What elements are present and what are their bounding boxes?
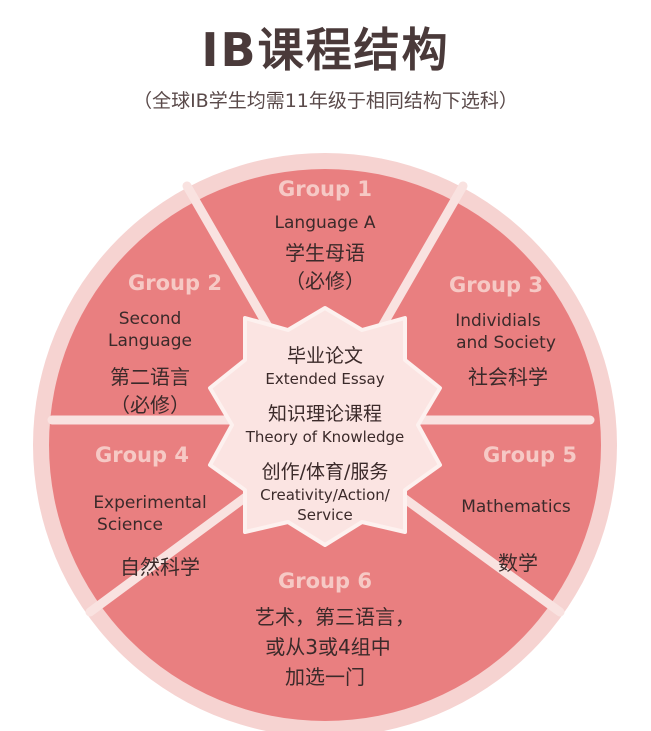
group-6-cn-line: 加选一门: [285, 665, 365, 689]
group-5-cn-line: 数学: [498, 551, 538, 575]
group-5-en-line: Mathematics: [461, 497, 571, 517]
core-cas-cn: 创作/体育/服务: [262, 461, 389, 483]
core-tok-en: Theory of Knowledge: [245, 428, 405, 446]
diagram-subtitle: （全球IB学生均需11年级于相同结构下选科）: [133, 90, 518, 112]
divider-line: [85, 483, 263, 617]
core-ee-cn: 毕业论文: [287, 345, 363, 367]
divider-line: [182, 181, 275, 335]
group-2-en-line: Second: [119, 309, 182, 329]
group-2-cn-line: 第二语言: [110, 365, 190, 389]
group-6-cn-line: 或从3或4组中: [265, 635, 390, 659]
group-1-cn-line: （必修）: [285, 269, 365, 293]
core-star: [208, 306, 442, 547]
group-4-title: Group 4: [95, 443, 189, 467]
group-4-cn-line: 自然科学: [120, 555, 200, 579]
core-ee-en: Extended Essay: [265, 370, 384, 388]
group-3-en-line: and Society: [456, 333, 556, 353]
group-4-en-line: Science: [97, 515, 163, 535]
group-6-cn-line: 艺术，第三语言，: [255, 605, 415, 629]
group-1-title: Group 1: [278, 177, 372, 201]
divider-line: [375, 181, 468, 335]
group-2-cn-line: （必修）: [110, 393, 190, 417]
group-4-en-line: Experimental: [93, 493, 206, 513]
group-2-title: Group 2: [128, 271, 222, 295]
core-tok-cn: 知识理论课程: [268, 403, 382, 425]
group-6-title: Group 6: [278, 569, 372, 593]
group-1-cn-line: 学生母语: [285, 241, 365, 265]
core-cas-en: Service: [297, 506, 352, 524]
group-3-title: Group 3: [449, 273, 543, 297]
segment-dividers: [47, 181, 595, 617]
group-1-en-line: Language A: [275, 213, 376, 233]
core-cas-en: Creativity/Action/: [260, 486, 391, 504]
diagram-title: IB课程结构: [201, 23, 450, 77]
group-2-en-line: Language: [108, 331, 192, 351]
group-3-en-line: Individials: [455, 311, 541, 331]
group-3-cn-line: 社会科学: [468, 365, 548, 389]
divider-line: [385, 483, 565, 617]
group-5-title: Group 5: [483, 443, 577, 467]
